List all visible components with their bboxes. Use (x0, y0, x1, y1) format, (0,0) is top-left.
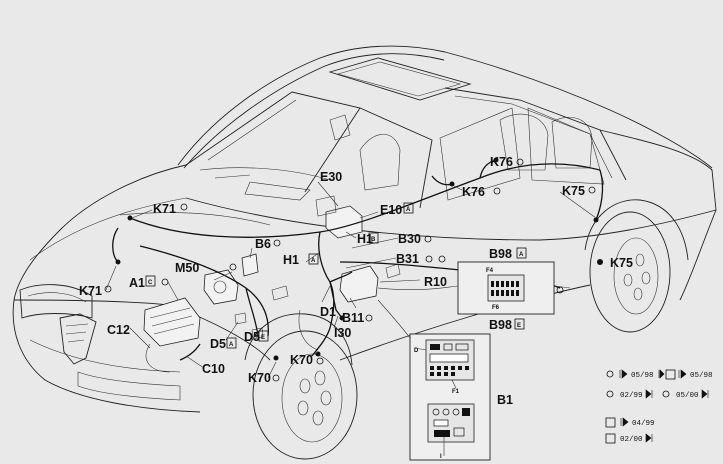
label-k75-right: K75 (610, 256, 633, 270)
inset-label-f6: F6 (492, 305, 500, 311)
label-b1: B1 (497, 393, 513, 407)
legend-r3-c1: 04/99 (632, 420, 655, 428)
period-symbols (104, 158, 596, 382)
label-d5-left: D5 (210, 337, 226, 351)
label-c10: C10 (202, 362, 225, 376)
label-b6: B6 (255, 237, 271, 251)
label-d5-right: D5 (244, 330, 260, 344)
label-h1-right: H1 (357, 232, 373, 246)
inset-label-f4: F4 (486, 268, 494, 274)
marker-b98-top: A (519, 252, 524, 258)
marker-b98-bottom: E (517, 323, 521, 329)
label-h1-left: H1 (283, 253, 299, 267)
component-labels: K71 K71 E30 E10 A H1 B B30 B6 H1 A M50 A… (79, 155, 633, 460)
inset-label-f1: F1 (452, 389, 460, 395)
legend-r2-c1: 02/99 (620, 392, 643, 400)
marker-e10: A (406, 207, 411, 213)
label-b98-bottom: B98 (489, 318, 512, 332)
car-body (12, 45, 717, 460)
label-b11: B11 (342, 311, 364, 325)
legend-r2-c2: 05/00 (676, 392, 699, 400)
legend: 05/98 05/98 02/99 05/00 04/99 02/00 (605, 369, 713, 444)
label-e30: E30 (320, 170, 342, 184)
inset-b1 (377, 299, 491, 461)
label-e10: E10 (380, 203, 402, 217)
marker-h1-left: A (311, 258, 316, 264)
label-k70-bottom: K70 (248, 371, 271, 385)
marker-h1-right: B (371, 237, 376, 243)
inset-label-i: I (440, 454, 442, 460)
legend-r4-c1: 02/00 (620, 436, 643, 444)
marker-d5-right: E (261, 335, 265, 341)
label-b98-top: B98 (489, 247, 512, 261)
label-c12: C12 (107, 323, 130, 337)
marker-a1: C (148, 280, 153, 286)
label-d1: D1 (320, 305, 336, 319)
inset-b98 (377, 261, 571, 315)
label-b31: B31 (396, 252, 419, 266)
wiring-harness (112, 157, 604, 361)
inset-label-d: D (414, 348, 419, 354)
marker-d5-left: A (229, 342, 234, 348)
label-i30: I30 (334, 326, 351, 340)
label-r10: R10 (424, 275, 447, 289)
label-m50: M50 (175, 261, 199, 275)
label-k71-top: K71 (153, 202, 176, 216)
label-k70-top: K70 (290, 353, 313, 367)
label-k71-bottom: K71 (79, 284, 102, 298)
legend-r1-c2: 05/98 (690, 372, 713, 380)
label-k75-top: K75 (562, 184, 585, 198)
legend-r1-c1: 05/98 (631, 372, 654, 380)
label-k76-mid: K76 (462, 185, 485, 199)
label-a1: A1 (129, 276, 145, 290)
connector-markers (145, 202, 527, 349)
label-k76-top: K76 (490, 155, 513, 169)
label-b30: B30 (398, 232, 421, 246)
